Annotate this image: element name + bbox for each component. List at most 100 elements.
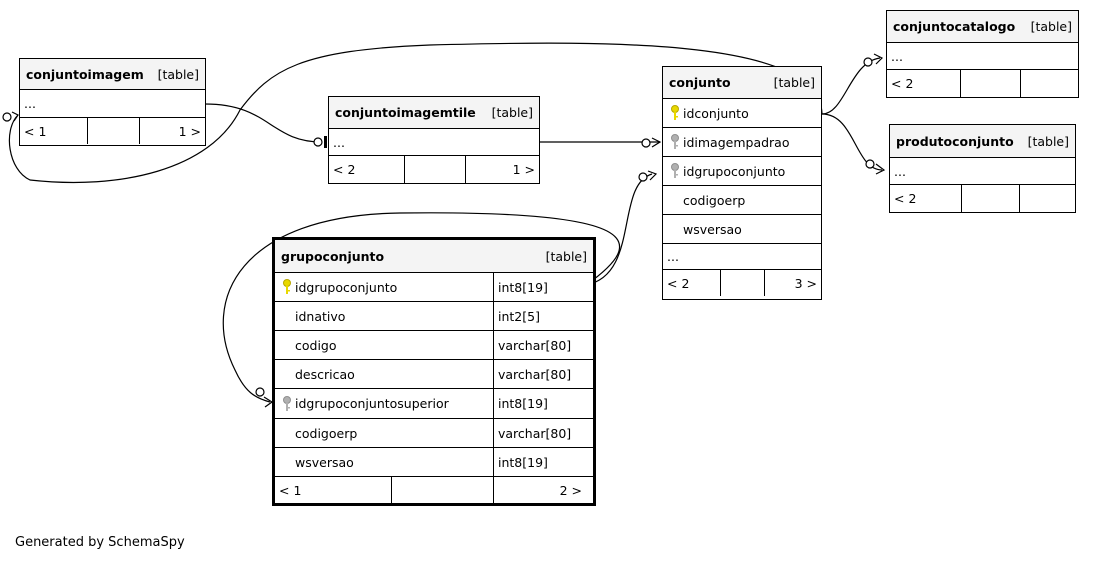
foreign-key-icon	[279, 395, 295, 412]
empty-cell	[720, 270, 764, 296]
column-row[interactable]: idconjunto	[663, 99, 821, 128]
column-row[interactable]: idnativo int2[5]	[275, 302, 593, 331]
empty-cell	[391, 477, 493, 504]
edge-marker-crowfoot	[875, 163, 886, 175]
children-count[interactable]: 2 >	[493, 477, 586, 504]
parents-count[interactable]: < 2	[894, 191, 917, 206]
column-name: idgrupoconjuntosuperior	[295, 396, 449, 411]
table-header[interactable]: produtoconjunto [table]	[890, 125, 1075, 158]
empty-cell	[404, 156, 465, 183]
column-type: varchar[80]	[493, 419, 586, 447]
table-conjunto[interactable]: conjunto [table] idconjunto idimagempadr…	[662, 66, 822, 300]
column-row[interactable]: idgrupoconjunto	[663, 157, 821, 186]
children-count[interactable]: 1 >	[465, 156, 539, 183]
edge-marker-circle	[863, 57, 873, 67]
edge-marker-circle	[2, 112, 12, 122]
edge-marker-crowfoot	[651, 137, 662, 148]
edge-conjunto-produto	[821, 113, 883, 171]
foreign-key-icon	[667, 134, 683, 150]
empty-cell	[87, 118, 139, 144]
column-name: idconjunto	[683, 105, 749, 121]
column-name: idgrupoconjunto	[683, 163, 786, 179]
empty-cell	[1020, 70, 1078, 97]
more-columns: ...	[24, 96, 36, 111]
column-name: codigoerp	[683, 192, 746, 208]
column-row[interactable]: idgrupoconjunto int8[19]	[275, 273, 593, 302]
parents-count[interactable]: < 1	[279, 483, 302, 498]
column-name: codigoerp	[295, 425, 358, 441]
parents-count[interactable]: < 1	[24, 123, 47, 139]
more-columns: ...	[894, 163, 906, 179]
column-name: idgrupoconjunto	[295, 279, 398, 295]
primary-key-icon	[667, 105, 683, 121]
table-kind: [table]	[157, 66, 199, 82]
table-header[interactable]: grupoconjunto [table]	[275, 240, 593, 273]
parents-count[interactable]: < 2	[667, 275, 690, 291]
column-row[interactable]: descricao varchar[80]	[275, 360, 593, 389]
column-row[interactable]: codigo varchar[80]	[275, 331, 593, 360]
column-type: int8[19]	[493, 273, 586, 301]
edge-conjunto-catalogo	[821, 57, 881, 115]
table-conjuntoimagemtile[interactable]: conjuntoimagemtile [table] ... < 2 1 >	[328, 96, 540, 184]
column-name: descricao	[295, 366, 355, 382]
parents-count[interactable]: < 2	[891, 76, 914, 91]
generated-by-caption: Generated by SchemaSpy	[15, 535, 185, 550]
table-produtoconjunto[interactable]: produtoconjunto [table] ... < 2	[889, 124, 1076, 213]
table-kind: [table]	[1027, 133, 1069, 149]
table-conjuntocatalogo[interactable]: conjuntocatalogo [table] ... < 2	[886, 10, 1079, 98]
more-columns: ...	[667, 249, 679, 264]
table-kind: [table]	[491, 105, 533, 120]
table-name: produtoconjunto	[896, 133, 1014, 149]
column-name: idnativo	[295, 308, 346, 324]
column-row[interactable]: codigoerp	[663, 186, 821, 215]
column-type: int8[19]	[493, 389, 586, 418]
table-header[interactable]: conjunto [table]	[663, 67, 821, 99]
column-type: varchar[80]	[493, 331, 586, 359]
edge-conjuntoimagem-tile	[204, 103, 323, 143]
more-columns: ...	[891, 48, 903, 64]
table-kind: [table]	[773, 75, 815, 90]
column-row[interactable]: codigoerp varchar[80]	[275, 419, 593, 448]
children-count[interactable]: 1 >	[139, 118, 205, 144]
table-name: conjunto	[669, 75, 731, 90]
edge-marker-crowfoot	[647, 170, 658, 181]
edge-marker-circle	[641, 138, 651, 148]
table-grupoconjunto[interactable]: grupoconjunto [table] idgrupoconjunto in…	[272, 237, 596, 506]
edge-grupo-self	[222, 212, 621, 403]
column-type: int2[5]	[493, 302, 586, 330]
parents-count[interactable]: < 2	[333, 162, 356, 177]
edge-marker-bar	[324, 136, 327, 148]
edge-conjunto-conjuntoimagem	[8, 42, 823, 183]
column-row[interactable]: idimagempadrao	[663, 128, 821, 157]
empty-cell	[1019, 185, 1075, 212]
column-row[interactable]: wsversao	[663, 215, 821, 244]
children-count[interactable]: 3 >	[764, 270, 821, 296]
column-type: varchar[80]	[493, 360, 586, 388]
table-kind: [table]	[1030, 19, 1072, 34]
edge-marker-crowfoot	[873, 53, 884, 65]
column-name: wsversao	[683, 221, 742, 237]
table-header[interactable]: conjuntoimagem [table]	[20, 59, 205, 90]
column-type: int8[19]	[493, 448, 586, 476]
column-row[interactable]: wsversao int8[19]	[275, 448, 593, 477]
edge-marker-circle	[313, 137, 323, 147]
table-conjuntoimagem[interactable]: conjuntoimagem [table] ... < 1 1 >	[19, 58, 206, 146]
more-columns: ...	[333, 134, 345, 150]
table-name: conjuntocatalogo	[893, 19, 1016, 34]
column-name: codigo	[295, 337, 337, 353]
column-name: wsversao	[295, 454, 354, 470]
column-name: idimagempadrao	[683, 134, 790, 150]
primary-key-icon	[279, 279, 295, 295]
edge-marker-crowfoot	[11, 111, 19, 122]
table-header[interactable]: conjuntoimagemtile [table]	[329, 97, 539, 129]
empty-cell	[961, 185, 1019, 212]
edge-marker-circle	[255, 387, 265, 397]
table-header[interactable]: conjuntocatalogo [table]	[887, 11, 1078, 43]
table-name: grupoconjunto	[281, 248, 385, 264]
edge-marker-circle	[865, 159, 875, 169]
edge-marker-circle	[638, 172, 648, 182]
table-kind: [table]	[545, 248, 587, 264]
foreign-key-icon	[667, 163, 683, 179]
column-row[interactable]: idgrupoconjuntosuperior int8[19]	[275, 389, 593, 419]
